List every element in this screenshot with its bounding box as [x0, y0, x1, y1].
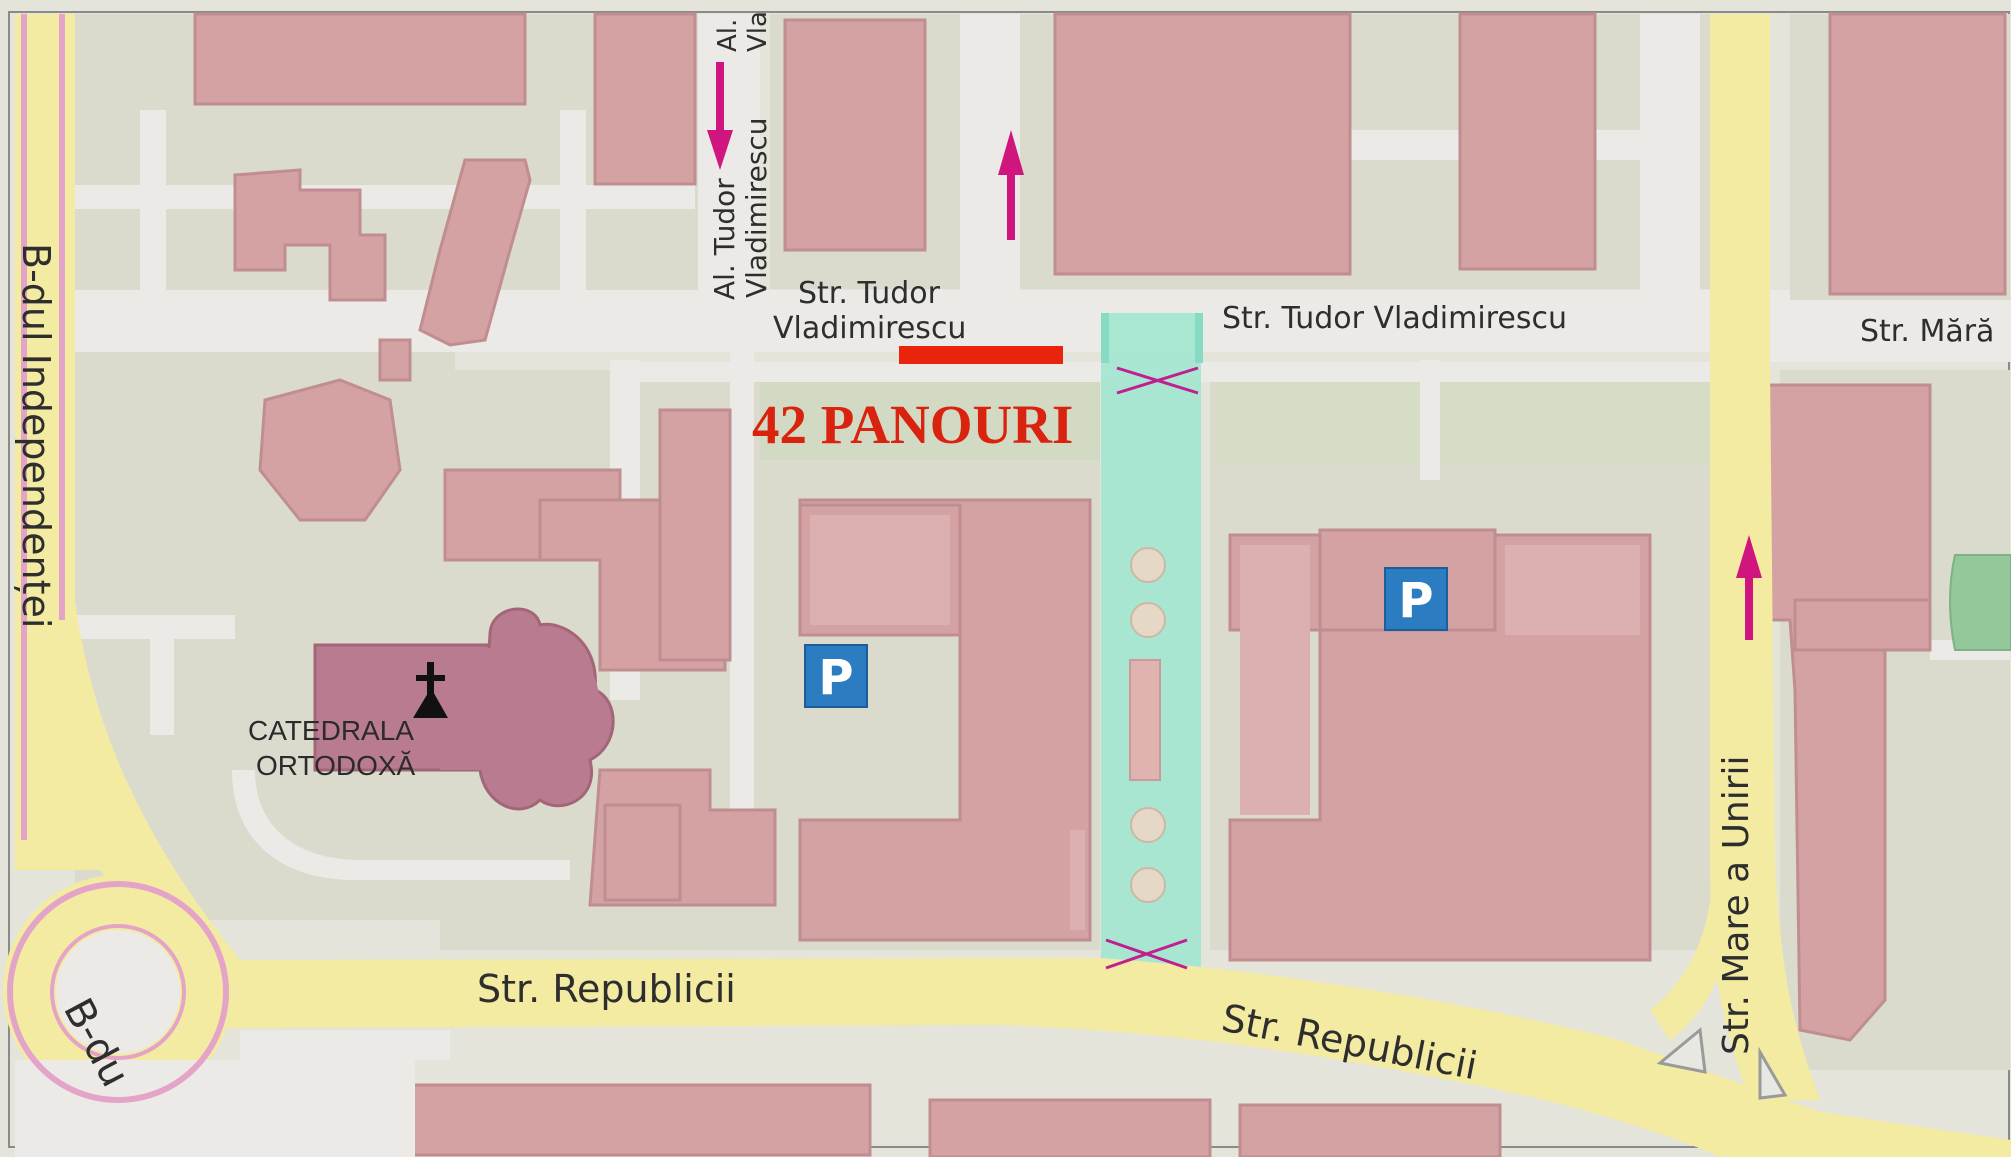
closure-x-icon [1105, 938, 1188, 970]
church-cross-icon [413, 662, 448, 718]
street-mare-a-unirii [1710, 14, 1820, 1100]
label-al-top-line2: Vla [743, 11, 773, 52]
roundabout-center [56, 930, 180, 1054]
label-str-tudor-line2: Vladimirescu [773, 311, 966, 346]
label-al-tudor-line1: Al. Tudor [708, 178, 741, 300]
park-patch [1949, 554, 2011, 651]
annotation-title: 42 PANOURI [752, 394, 1073, 455]
street-republicii [225, 958, 2011, 1157]
cathedral-label-line1: CATEDRALA [248, 715, 414, 746]
one-way-arrow-icon [1736, 535, 1762, 640]
bdul-pink-outline [7, 14, 229, 1103]
one-way-arrow-icon [707, 62, 733, 170]
panel-location-bar [899, 346, 1063, 364]
pedestrian-zone [1101, 313, 1203, 973]
bdul-independentei [15, 14, 240, 1030]
traffic-islands [1656, 1027, 1788, 1100]
parking-icon: P [1384, 567, 1448, 631]
label-str-republicii-left: Str. Republicii [477, 967, 736, 1011]
parking-icon: P [804, 644, 868, 708]
cathedral [313, 607, 615, 811]
one-way-arrows [707, 62, 1762, 640]
label-al-top-line1: Al. [713, 19, 743, 52]
street-al-tudor-vladimirescu [698, 14, 760, 304]
roof-details [810, 515, 1640, 930]
label-str-tudor-line1: Str. Tudor [798, 276, 941, 311]
one-way-arrow-icon [998, 130, 1024, 240]
label-str-marasesti: Str. Mără [1860, 314, 1994, 349]
svg-text:P: P [818, 650, 853, 706]
label-str-tudor-vladimirescu: Str. Tudor Vladimirescu [1222, 301, 1567, 336]
cathedral-label-line2: ORTODOXĂ [256, 750, 416, 781]
label-al-tudor-line2: Vladimirescu [740, 117, 773, 298]
label-bdul-independentei: B-dul Independenței [14, 243, 58, 628]
closure-x-icon [1116, 366, 1199, 395]
label-str-mare-a-unirii: Str. Mare a Unirii [1716, 755, 1757, 1055]
svg-text:P: P [1398, 573, 1433, 629]
